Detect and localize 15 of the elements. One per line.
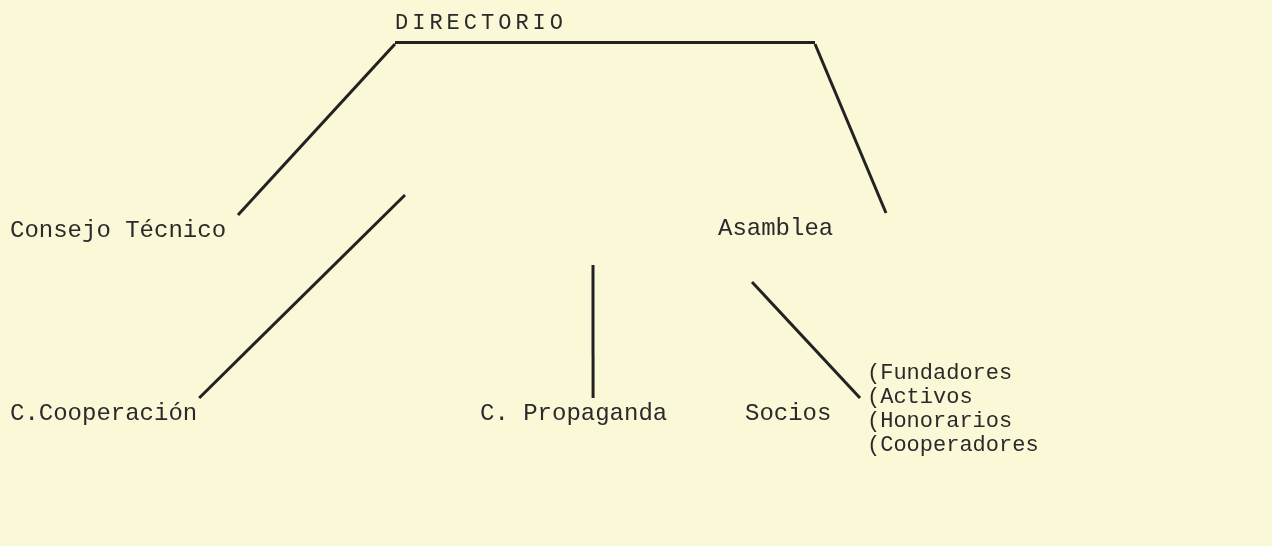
connector-line [591,265,595,398]
unit-label: C.Cooperación [10,399,198,429]
member-type-text: (Cooperadores [867,434,1039,458]
member-type-text: (Fundadores [867,362,1014,386]
unit-label: Socios [745,399,832,429]
connector-line [236,43,397,216]
member-type-text: (Activos [867,386,974,410]
connector-line [750,280,862,400]
member-type-text: (Honorarios [867,410,1014,434]
unit-label: C. Propaganda [480,399,668,429]
unit-label: Asamblea [718,214,834,244]
connector-line [813,43,888,214]
connector-line [198,193,407,400]
unit-label: Consejo Técnico [10,216,227,246]
heading-text: DIRECTORIO [395,10,568,38]
